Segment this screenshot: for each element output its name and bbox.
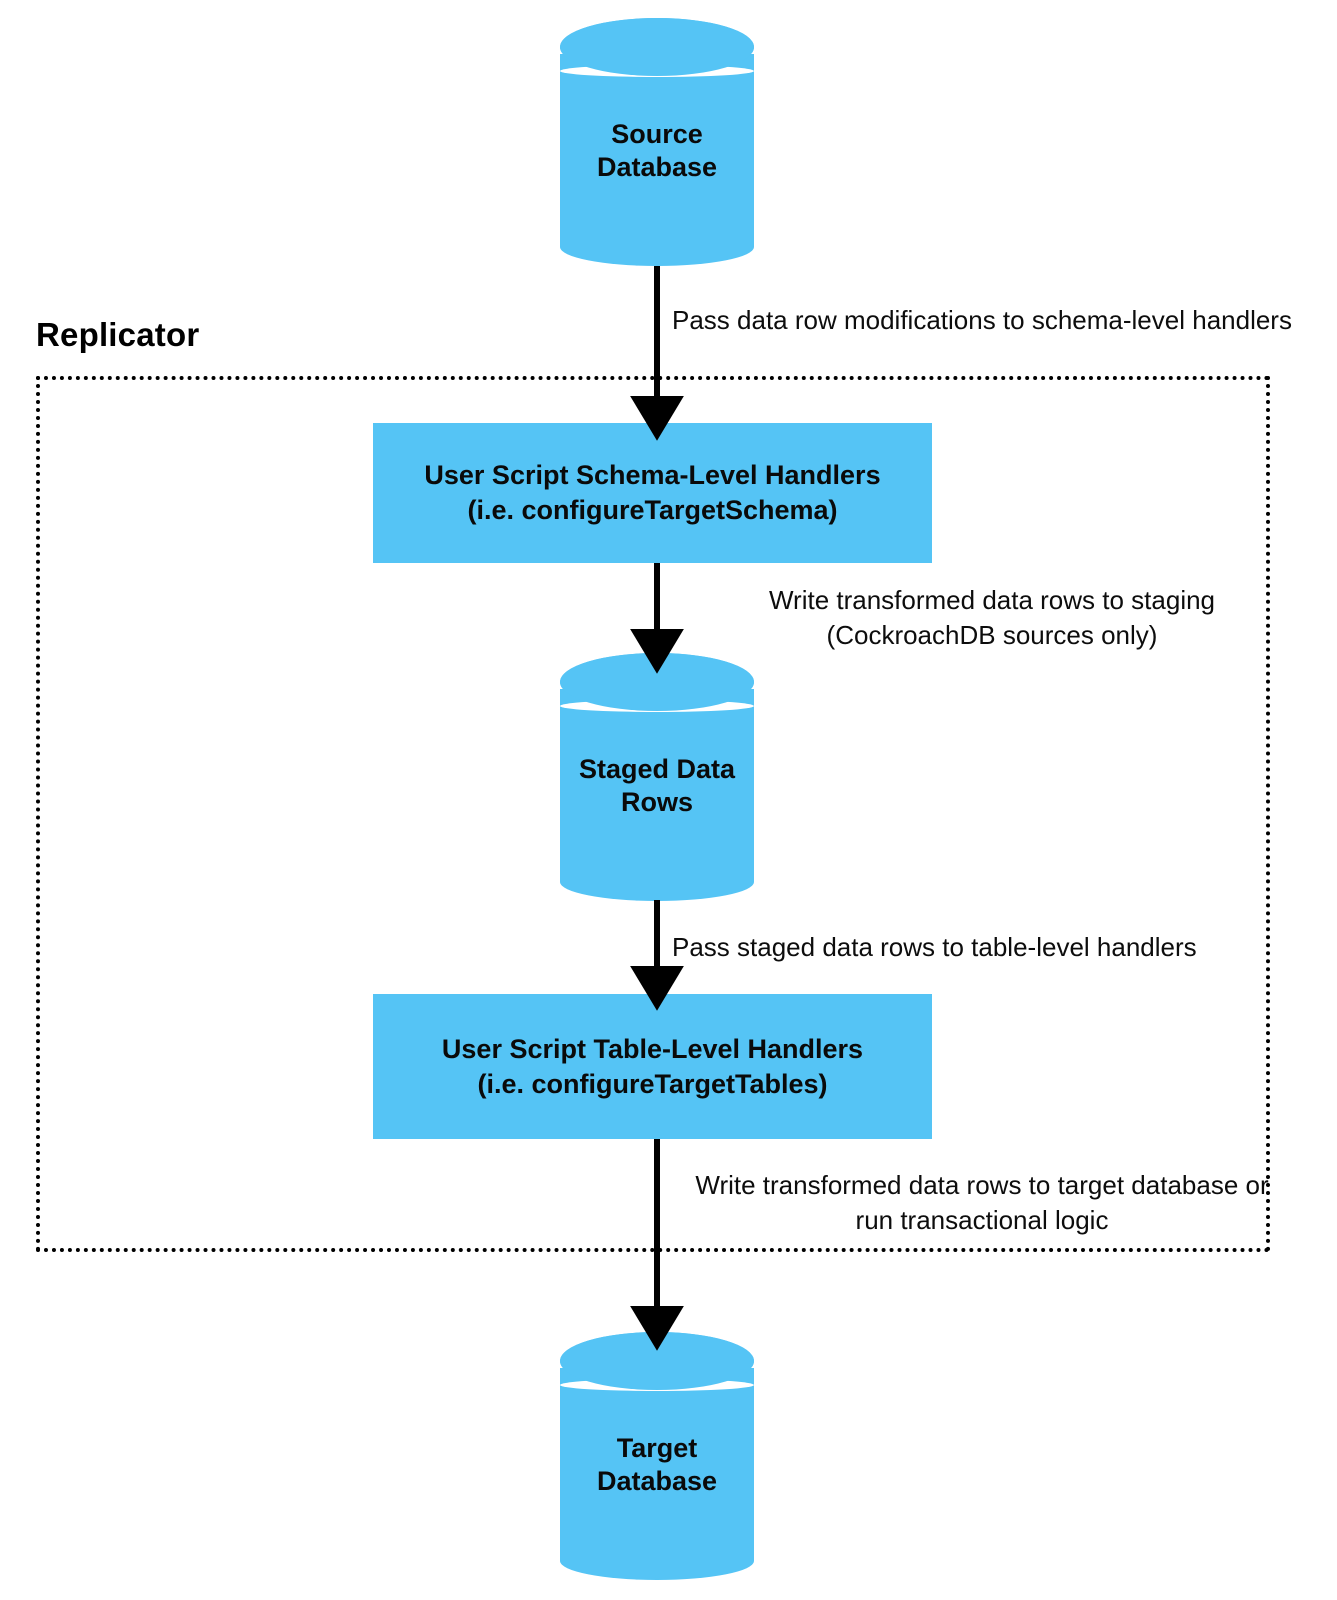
- node-target-database[interactable]: Target Database: [560, 1332, 754, 1580]
- node-label-schema-level-handlers: User Script Schema-Level Handlers (i.e. …: [424, 460, 881, 525]
- replicator-boundary-box: [36, 376, 1270, 1252]
- node-table-level-handlers[interactable]: User Script Table-Level Handlers (i.e. c…: [373, 994, 932, 1139]
- node-label-staged-data-rows: Staged Data Rows: [578, 754, 736, 818]
- cylinder-body: [560, 689, 754, 901]
- node-label-source-database: Source Database: [596, 119, 718, 183]
- node-label-table-level-handlers: User Script Table-Level Handlers (i.e. c…: [441, 1033, 864, 1099]
- cylinder-body: [560, 54, 754, 266]
- node-schema-level-handlers[interactable]: User Script Schema-Level Handlers (i.e. …: [373, 423, 932, 563]
- cylinder-body: [560, 1368, 754, 1580]
- node-label-target-database: Target Database: [596, 1433, 718, 1497]
- cylinder-top-face: [560, 1332, 754, 1390]
- replicator-group-label: Replicator: [36, 316, 200, 353]
- cylinder-top-face: [560, 18, 754, 76]
- edge-label-table-to-target: Write transformed data rows to target da…: [695, 1170, 1269, 1235]
- edge-label-schema-to-staged: Write transformed data rows to staging (…: [768, 585, 1216, 650]
- cylinder-top-face: [560, 653, 754, 711]
- node-source-database[interactable]: Source Database: [560, 18, 754, 266]
- edge-label-staged-to-table: Pass staged data rows to table-level han…: [672, 932, 1197, 962]
- node-staged-data-rows[interactable]: Staged Data Rows: [560, 653, 754, 901]
- edge-label-source-to-schema: Pass data row modifications to schema-le…: [672, 305, 1292, 335]
